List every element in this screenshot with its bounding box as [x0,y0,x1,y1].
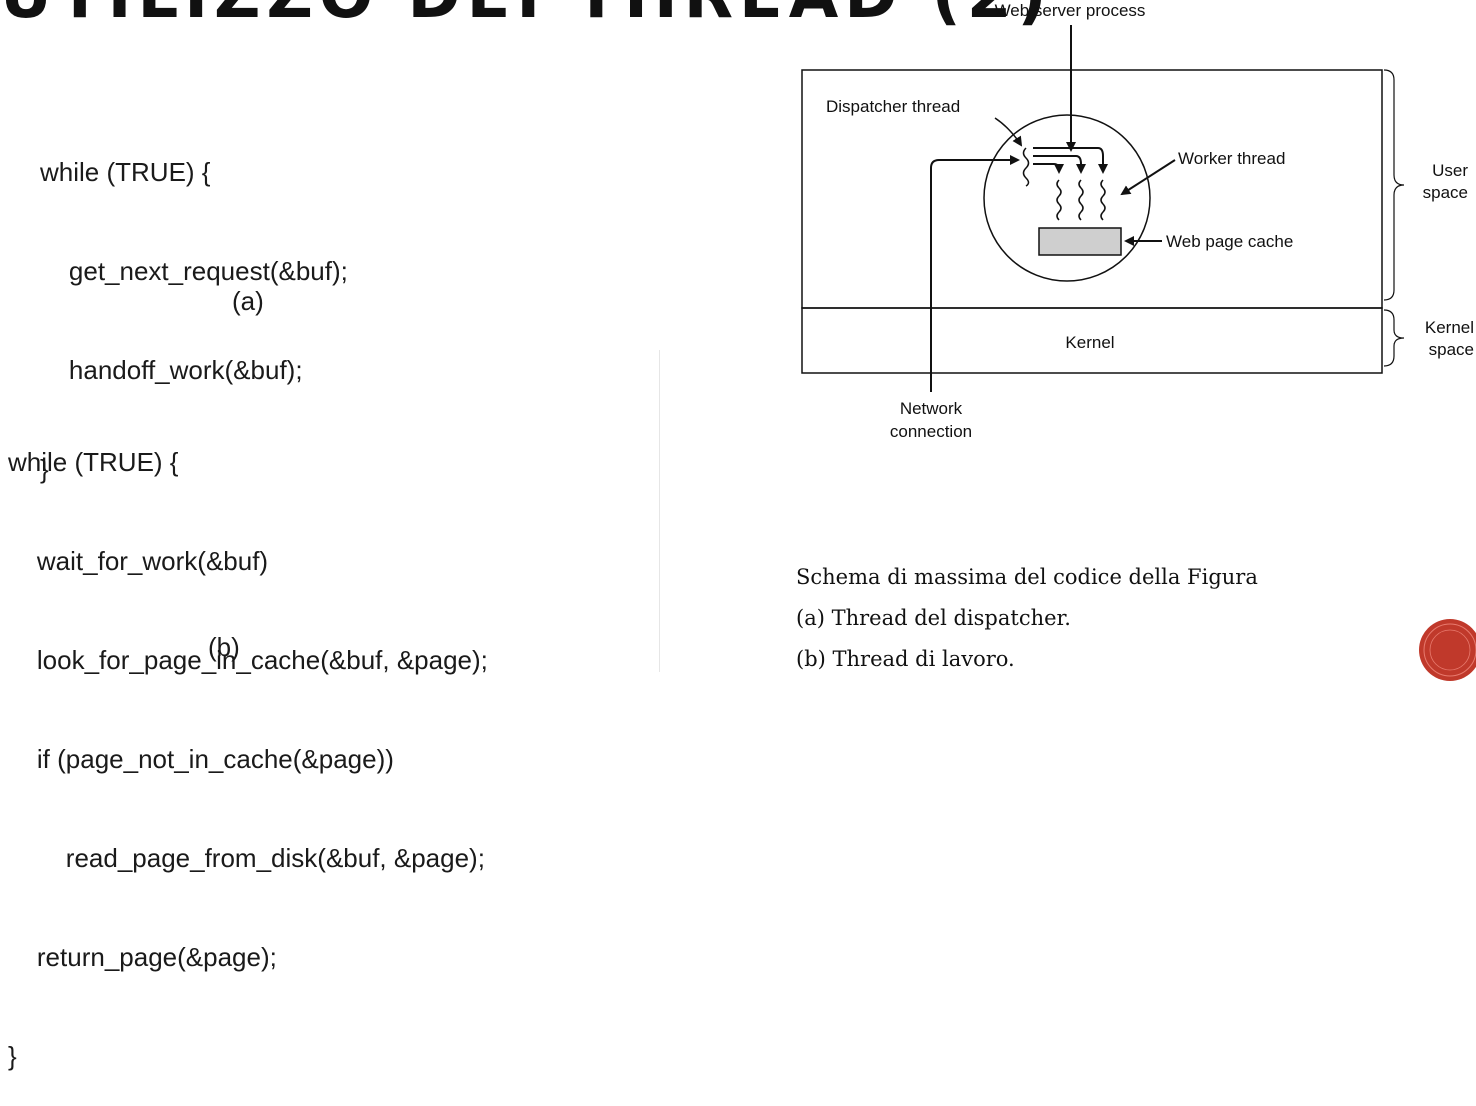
code-line: wait_for_work(&buf) [8,546,269,576]
kernel-space-label-2: space [1429,340,1474,359]
code-line: return_page(&page); [8,942,277,972]
code-line: } [8,1041,17,1071]
code-caption-b: (b) [208,632,240,662]
kernel-label: Kernel [1065,333,1114,352]
code-line: while (TRUE) { [8,447,179,477]
kernel-space-brace [1383,309,1405,367]
handoff-arrow [1033,147,1108,174]
caption-line: (a) Thread del dispatcher. [796,606,1071,630]
dispatcher-thread-label: Dispatcher thread [826,97,960,116]
code-block-worker: while (TRUE) { wait_for_work(&buf) look_… [8,380,488,1106]
dispatcher-squiggle [1022,147,1030,187]
code-line: get_next_request(&buf); [40,256,348,286]
user-space-label-1: User [1432,161,1468,180]
web-server-process-label: Web server process [995,1,1146,20]
process-circle [983,114,1151,282]
handoff-arrow [1033,163,1064,174]
network-label-1: Network [900,399,963,418]
network-label-2: connection [890,422,972,441]
kernel-box [801,307,1383,374]
code-line: read_page_from_disk(&buf, &page); [8,843,485,873]
slide-title: UTILIZZO DEI THREAD (2) [0,0,1047,28]
code-line: } [40,454,49,484]
figure-caption: Schema di massima del codice della Figur… [796,565,1258,688]
code-line: if (page_not_in_cache(&page)) [8,744,394,774]
user-space-label-2: space [1423,183,1468,202]
code-line: handoff_work(&buf); [40,355,303,385]
code-line: look_for_page_in_cache(&buf, &page); [8,645,488,675]
web-page-cache-label: Web page cache [1166,232,1293,251]
worker-pointer [1120,159,1176,196]
web-server-diagram: Web server process Kernel Dispatcher thr… [801,1,1474,441]
network-connection-line [930,155,1020,392]
column-divider [659,350,660,672]
web-page-cache-box [1038,227,1122,256]
worker-thread-label: Worker thread [1178,149,1285,168]
caption-line: Schema di massima del codice della Figur… [796,565,1258,589]
code-caption-a: (a) [232,286,264,316]
handoff-arrow [1033,155,1086,174]
worker-squiggle [1100,179,1106,221]
user-space-brace [1383,69,1405,301]
code-line: while (TRUE) { [40,157,211,187]
kernel-space-label-1: Kernel [1425,318,1474,337]
dispatcher-pointer [994,117,1023,147]
worker-squiggle [1078,179,1084,221]
caption-line: (b) Thread di lavoro. [796,647,1015,671]
brand-logo-icon [1419,619,1476,681]
code-block-dispatcher: while (TRUE) { get_next_request(&buf); h… [40,90,348,519]
worker-squiggle [1056,179,1062,221]
